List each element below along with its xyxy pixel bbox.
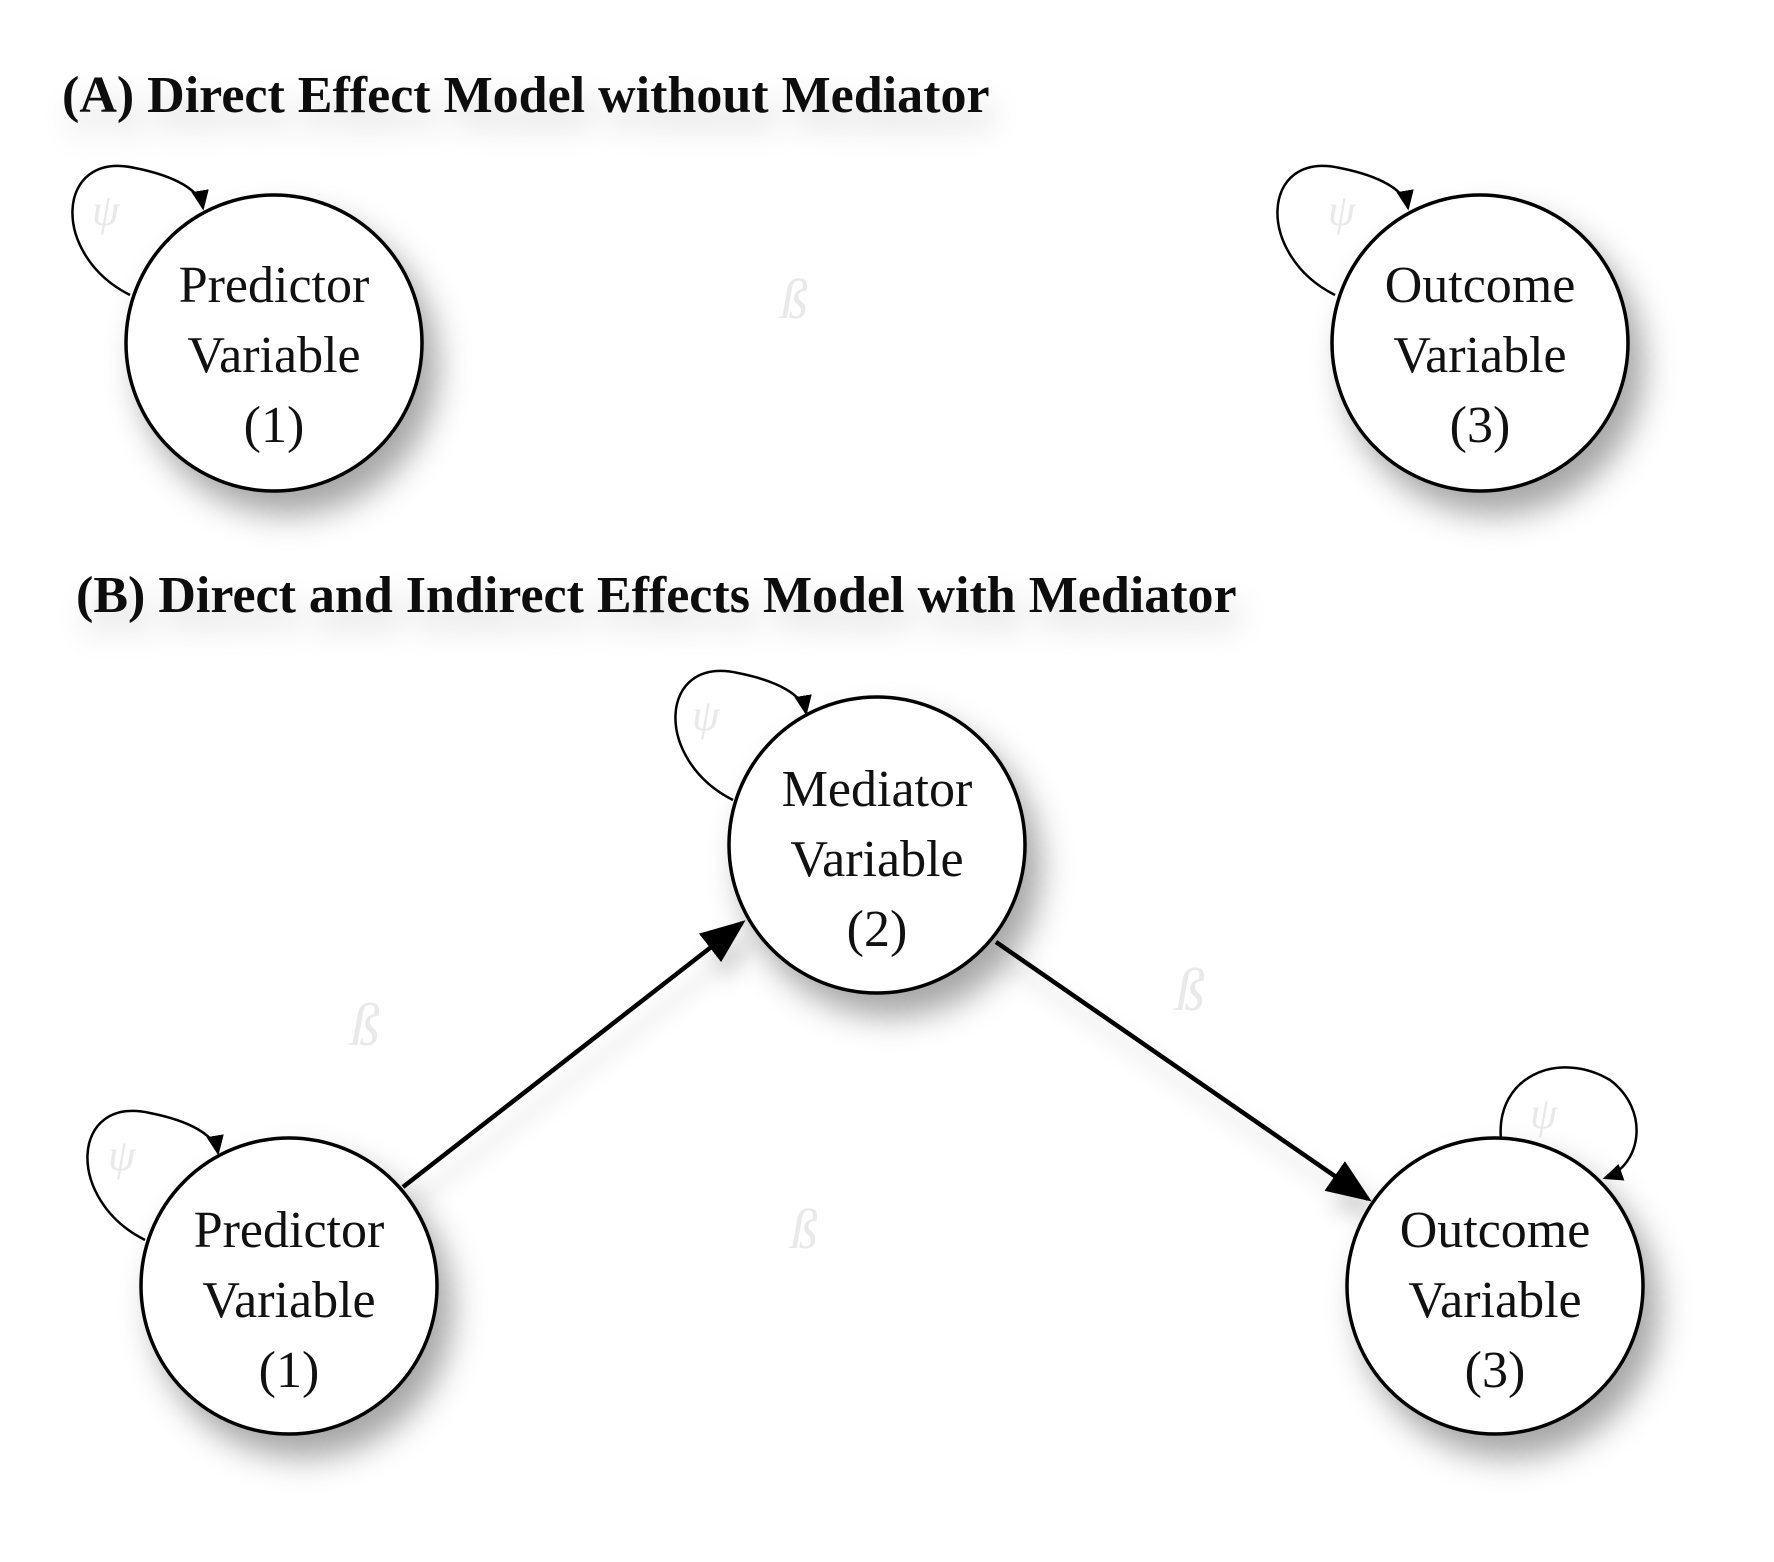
panel-b-mediator-faint-label: ψ <box>692 691 720 740</box>
panel-a-direct-path-faint-label: ß <box>778 269 808 331</box>
panel-b-predictor-label-line2: Variable <box>202 1272 375 1329</box>
panel-b-outcome-faint-label: ψ <box>1530 1089 1558 1138</box>
panel-b-mediator-label-line2: Variable <box>790 831 963 888</box>
panel-b-predictor-label-line3: (1) <box>259 1342 320 1399</box>
panel-b-predictor-to-mediator-faint-label: ß <box>348 992 380 1058</box>
panel-b-predictor-label-line1: Predictor <box>194 1202 385 1259</box>
panel-a-outcome-label-line3: (3) <box>1450 397 1511 454</box>
panel-b: (B) Direct and Indirect Effects Model wi… <box>76 567 1645 1436</box>
panel-a-outcome-label-line1: Outcome <box>1385 257 1576 314</box>
panel-b-mediator-node: ψ Mediator Variable (2) <box>674 669 1027 995</box>
panel-a-title: (A) Direct Effect Model without Mediator <box>62 67 990 124</box>
panel-b-predictor-circle <box>139 1136 439 1436</box>
panel-b-mediator-to-outcome-arrow <box>994 940 1372 1202</box>
panel-a: (A) Direct Effect Model without Mediator… <box>62 67 1630 493</box>
panel-a-predictor-node: ψ Predictor Variable (1) <box>71 164 424 493</box>
panel-b-outcome-label-line1: Outcome <box>1400 1202 1591 1259</box>
panel-a-outcome-label-line2: Variable <box>1393 327 1566 384</box>
panel-a-outcome-faint-label: ψ <box>1328 186 1356 235</box>
panel-b-predictor-variance-loop <box>86 1109 224 1242</box>
panel-a-predictor-faint-label: ψ <box>92 186 120 235</box>
panel-b-direct-path-faint-label: ß <box>788 1199 818 1261</box>
panel-b-predictor-node: ψ Predictor Variable (1) <box>86 1109 439 1436</box>
panel-b-outcome-label-line2: Variable <box>1408 1272 1581 1329</box>
panel-b-mediator-variance-loop <box>674 669 812 802</box>
panel-b-mediator-label-line3: (2) <box>847 901 908 958</box>
panel-b-predictor-faint-label: ψ <box>108 1131 136 1180</box>
panel-a-predictor-label-line3: (1) <box>244 397 305 454</box>
panel-b-mediator-to-outcome-faint-label: ß <box>1173 957 1205 1023</box>
panel-a-predictor-circle <box>124 193 424 493</box>
panel-a-outcome-node: ψ Outcome Variable (3) <box>1276 164 1630 493</box>
panel-a-predictor-variance-loop <box>71 164 209 297</box>
panel-b-outcome-node: ψ Outcome Variable (3) <box>1345 1066 1645 1436</box>
panel-b-title: (B) Direct and Indirect Effects Model wi… <box>76 567 1237 624</box>
panel-b-outcome-variance-loop <box>1499 1066 1638 1181</box>
panel-b-predictor-to-mediator-arrow <box>401 920 746 1189</box>
panel-a-outcome-variance-loop <box>1276 164 1414 297</box>
panel-b-mediator-label-line1: Mediator <box>782 761 973 818</box>
panel-a-predictor-label-line1: Predictor <box>179 257 370 314</box>
panel-a-predictor-label-line2: Variable <box>187 327 360 384</box>
panel-a-outcome-circle <box>1330 193 1630 493</box>
panel-b-outcome-circle <box>1345 1136 1645 1436</box>
panel-b-outcome-label-line3: (3) <box>1465 1342 1526 1399</box>
panel-b-mediator-circle <box>727 695 1027 995</box>
